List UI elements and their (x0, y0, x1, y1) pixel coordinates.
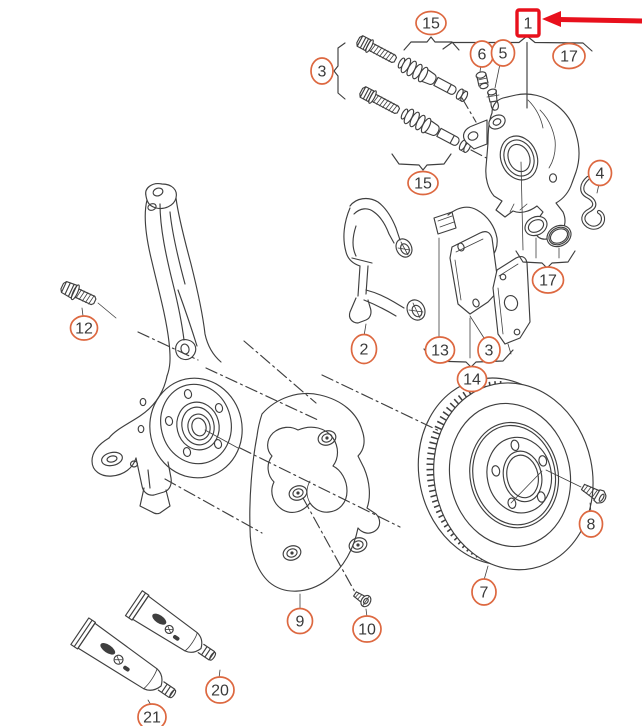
callout-9[interactable]: 9 (286, 607, 314, 635)
shield-bolt-boss (348, 537, 368, 553)
callout-4[interactable]: 4 (587, 159, 613, 187)
callout-5[interactable]: 5 (490, 39, 516, 67)
assembly-axis-lines (137, 97, 501, 534)
callout-13[interactable]: 13 (424, 336, 456, 364)
svg-text:15: 15 (414, 176, 432, 193)
callout-20[interactable]: 20 (205, 676, 235, 704)
svg-text:15: 15 (422, 16, 440, 33)
inner-brake-pad-drawing (449, 231, 500, 315)
shield-bolt-boss (317, 430, 337, 446)
svg-text:6: 6 (478, 47, 487, 64)
callout-7[interactable]: 7 (471, 578, 497, 606)
grease-tube-20-drawing (124, 590, 217, 661)
brake-caliper-drawing (463, 93, 580, 240)
svg-text:13: 13 (431, 343, 449, 360)
annotation-arrow (542, 11, 642, 27)
guide-pin-assembly-upper (356, 35, 469, 102)
callout-10[interactable]: 10 (352, 615, 382, 643)
callout-2[interactable]: 2 (350, 333, 378, 365)
knuckle-bolt-drawing (60, 280, 97, 306)
svg-text:3: 3 (485, 343, 494, 360)
svg-text:20: 20 (211, 683, 229, 700)
brake-disc-drawing (417, 377, 594, 571)
caliper-carrier-drawing (343, 197, 426, 324)
leader-lines (81, 63, 600, 706)
callout-12[interactable]: 12 (69, 315, 99, 341)
svg-text:10: 10 (358, 622, 376, 639)
callout-15-top[interactable]: 15 (415, 10, 447, 36)
highlighted-callout-1[interactable]: 1 (515, 8, 541, 38)
retaining-spring-drawing (580, 175, 606, 230)
svg-text:7: 7 (480, 585, 489, 602)
shield-screw-drawing (353, 591, 372, 608)
callout-14[interactable]: 14 (456, 365, 488, 393)
shield-bolt-boss (288, 485, 308, 501)
shield-screw-axis (302, 497, 357, 595)
svg-text:2: 2 (360, 342, 369, 359)
callout-21[interactable]: 21 (137, 703, 167, 726)
shield-bolt-boss (282, 545, 302, 561)
callout-17-top[interactable]: 17 (552, 42, 586, 70)
callout-3-left[interactable]: 3 (310, 57, 334, 85)
svg-text:12: 12 (75, 321, 93, 338)
guide-pin-assembly-lower (359, 86, 472, 153)
bleeder-cap-drawing (475, 71, 489, 90)
splash-shield-drawing (249, 392, 381, 595)
svg-text:4: 4 (596, 166, 605, 183)
svg-text:5: 5 (499, 46, 508, 63)
wheel-hub-drawing (160, 383, 239, 465)
steering-knuckle-drawing (91, 183, 243, 515)
callout-17-mid[interactable]: 17 (531, 266, 565, 294)
grease-tube-21-drawing (70, 617, 177, 699)
bolt-12-leader (97, 302, 117, 319)
svg-text:17: 17 (560, 49, 578, 66)
callout-15-bottom[interactable]: 15 (407, 170, 439, 196)
outer-brake-pad-drawing (492, 256, 531, 345)
callout-3-mid[interactable]: 3 (477, 336, 501, 364)
disc-screw-drawing (580, 483, 607, 504)
svg-text:17: 17 (539, 273, 557, 290)
bleeder-valve-drawing (486, 88, 500, 111)
piston-seal-rings-drawing (524, 215, 572, 248)
svg-text:8: 8 (587, 517, 596, 534)
svg-text:1: 1 (524, 16, 533, 33)
svg-text:21: 21 (143, 710, 161, 726)
svg-text:3: 3 (318, 64, 327, 81)
svg-text:14: 14 (463, 372, 481, 389)
callout-6[interactable]: 6 (469, 40, 495, 68)
callout-8[interactable]: 8 (578, 510, 604, 538)
svg-text:9: 9 (296, 614, 305, 631)
